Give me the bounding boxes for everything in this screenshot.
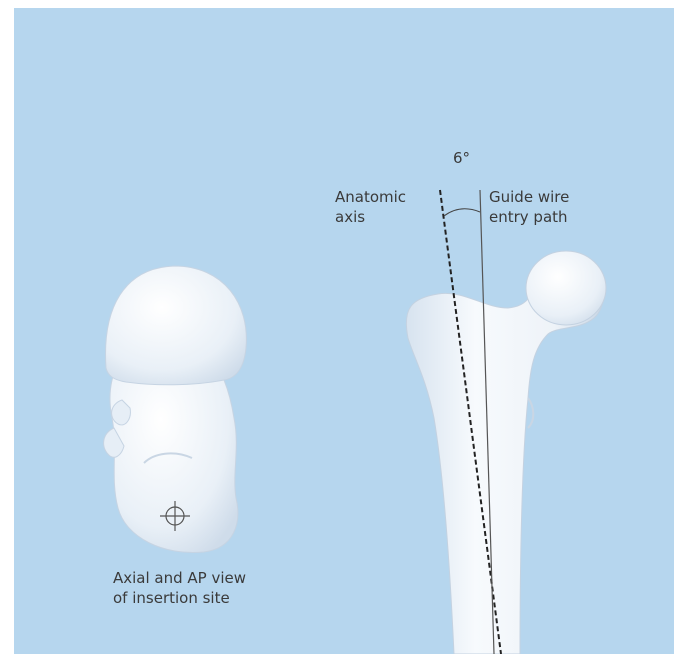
angle-arc — [444, 209, 480, 216]
anatomic-axis-label: Anatomic axis — [335, 187, 406, 227]
insertion-site-label: Axial and AP view of insertion site — [113, 568, 246, 608]
guide-wire-label: Guide wire entry path — [489, 187, 569, 227]
illustration-panel: 6° Anatomic axis Guide wire entry path A… — [14, 8, 674, 654]
angle-label: 6° — [453, 148, 470, 168]
femur-diagram — [14, 8, 674, 654]
ap-view-femur — [406, 251, 606, 654]
